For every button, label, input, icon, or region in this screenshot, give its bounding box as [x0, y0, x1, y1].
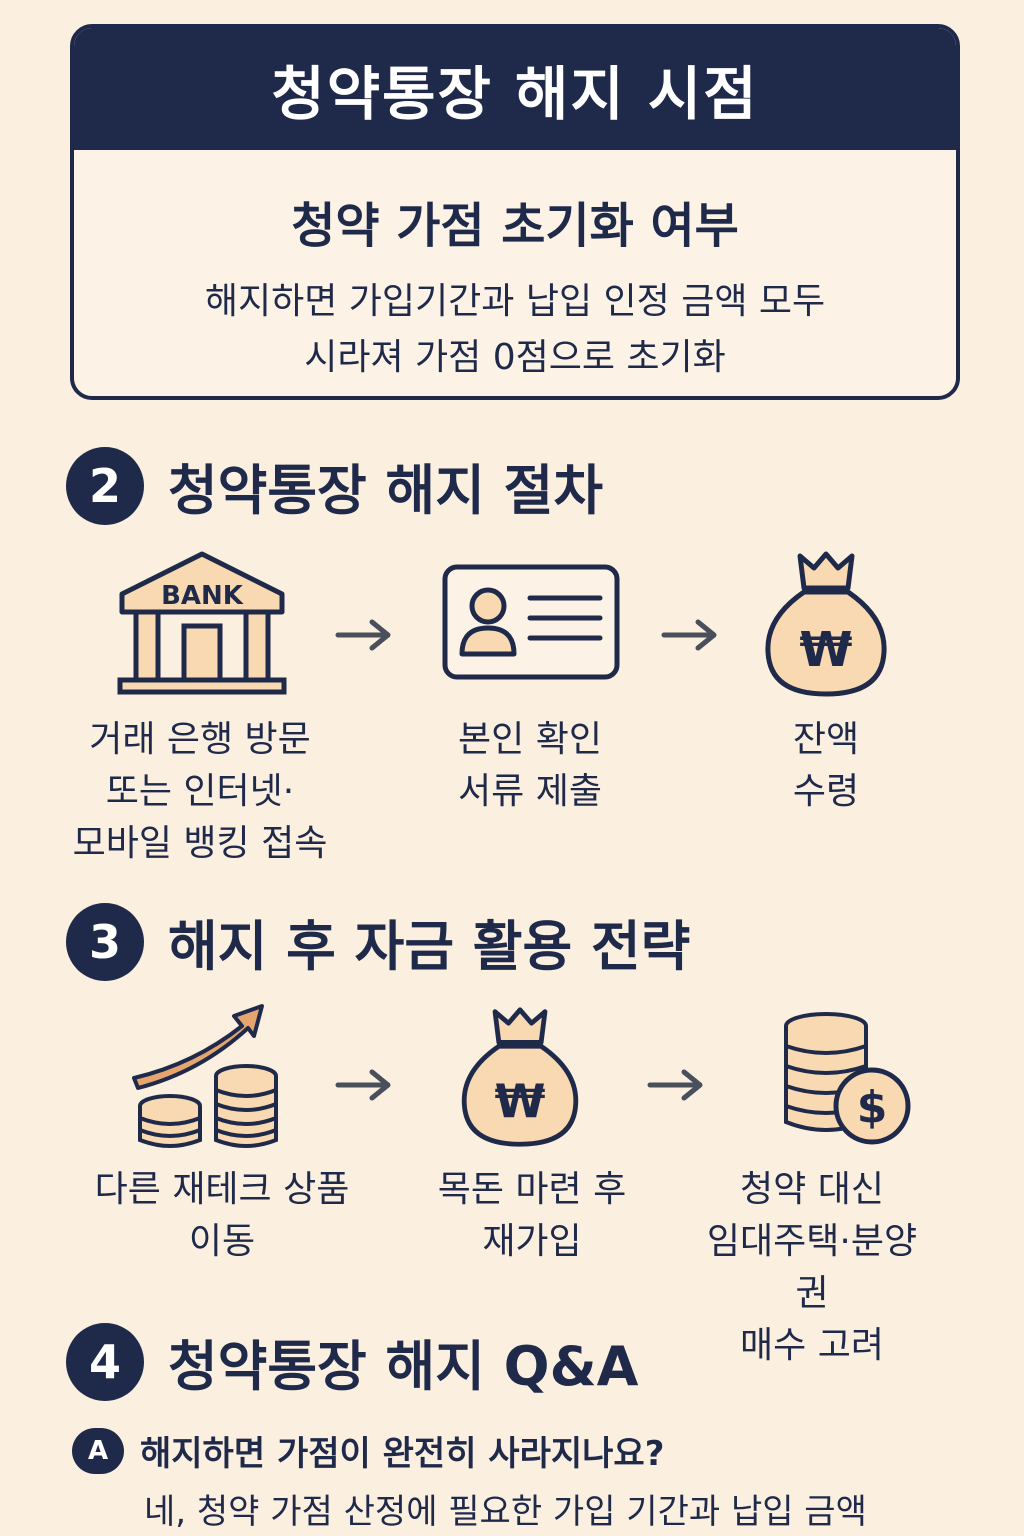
step-label-receive-balance: 잔액 수령	[792, 719, 860, 812]
step-label-bank-visit: 거래 은행 방문 또는 인터넷· 모바일 뱅킹 접속	[72, 719, 328, 864]
qa-question-row: A 해지하면 가점이 완전히 사라지나요?	[72, 1426, 664, 1475]
money-bag-icon: ₩	[765, 551, 887, 697]
section-2-number: 2	[66, 446, 144, 525]
coin-stack-dollar-icon: $	[784, 1012, 911, 1145]
won-symbol: ₩	[800, 622, 853, 678]
qa-badge: A	[72, 1427, 124, 1474]
section-2-heading: 2 청약통장 해지 절차	[66, 446, 603, 525]
strategy-label-rental-housing: 청약 대신 임대주택·분양권 매수 고려	[706, 1169, 918, 1366]
money-bag-icon: ₩	[461, 1007, 579, 1147]
summary-card: 청약통장 해지 시점 청약 가점 초기화 여부 해지하면 가입기간과 납입 인정…	[70, 24, 960, 400]
section-3-number: 3	[66, 902, 144, 981]
section-3-title: 해지 후 자금 활용 전략	[168, 915, 691, 978]
card-body: 해지하면 가입기간과 납입 인정 금액 모두 시라져 가점 0점으로 초기화	[74, 274, 956, 386]
card-subtitle: 청약 가점 초기화 여부	[291, 198, 739, 254]
bank-icon: BANK	[117, 551, 287, 695]
dollar-symbol: $	[857, 1082, 888, 1133]
section-4-title: 청약통장 해지 Q&A	[168, 1335, 639, 1398]
section-3-heading: 3 해지 후 자금 활용 전략	[66, 902, 690, 981]
arrow-right-icon	[647, 1069, 703, 1101]
strategy-label-other-products: 다른 재테크 상품 이동	[94, 1169, 350, 1262]
arrow-right-icon	[661, 619, 717, 651]
id-card-icon	[442, 564, 620, 680]
section-2-title: 청약통장 해지 절차	[168, 459, 604, 522]
qa-answer: 네, 청약 가점 산정에 필요한 가입 기간과 납입 금액	[144, 1492, 867, 1532]
step-label-id-check: 본인 확인 서류 제출	[458, 719, 602, 812]
section-4-number: 4	[66, 1322, 144, 1401]
arrow-right-icon	[335, 1069, 391, 1101]
arrow-right-icon	[335, 619, 391, 651]
card-body-line-2: 시라져 가점 0점으로 초기화	[304, 337, 726, 378]
card-body-line-1: 해지하면 가입기간과 납입 인정 금액 모두	[204, 281, 826, 322]
bank-icon-text: BANK	[161, 581, 244, 611]
strategy-label-rejoin: 목돈 마련 후 재가입	[437, 1169, 627, 1262]
won-symbol: ₩	[495, 1074, 546, 1128]
section-4-heading: 4 청약통장 해지 Q&A	[66, 1322, 638, 1401]
growth-coins-icon	[132, 1004, 278, 1148]
qa-question: 해지하면 가점이 완전히 사라지나요?	[140, 1434, 665, 1474]
page-title: 청약통장 해지 시점	[74, 28, 956, 150]
